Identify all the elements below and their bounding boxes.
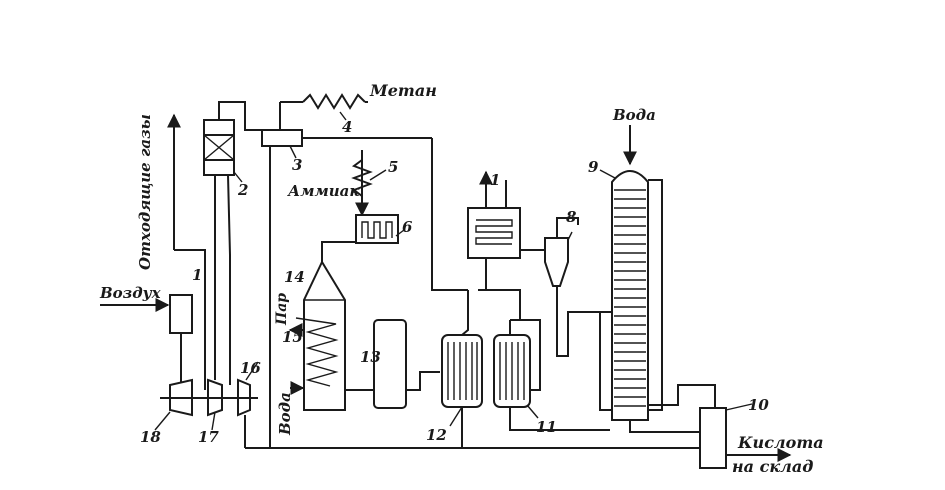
callout-1-cooler: 1 (490, 171, 500, 189)
ammonia-heater (355, 214, 399, 244)
column-recycle (648, 179, 663, 411)
steam-label: Пар (274, 293, 290, 326)
callout-5: 5 (388, 158, 398, 176)
callout-12: 12 (426, 426, 447, 444)
exhaust-gas-label: Отходящие газы (136, 114, 154, 270)
waste-heat-boiler (295, 259, 346, 411)
acid-label: Кислота (737, 433, 824, 452)
column-trays (614, 189, 646, 407)
methane-label: Метан (369, 81, 437, 100)
bleaching-line (648, 384, 716, 408)
contact-reactor (203, 101, 262, 176)
acid-outlet-line (629, 420, 700, 433)
water-side-label: Вода (276, 392, 294, 436)
callout-6: 6 (402, 218, 413, 236)
callout-16: 16 (240, 359, 261, 377)
water-top-label: Вода (612, 106, 656, 124)
exhaust-gas-line (167, 113, 206, 390)
absorber-12 (441, 334, 483, 408)
separator (544, 237, 569, 287)
callout-8: 8 (566, 208, 577, 226)
callout-9: 9 (588, 158, 599, 176)
callout-17: 17 (198, 428, 219, 446)
callout-2: 2 (237, 181, 248, 199)
collector-vessel (373, 319, 407, 409)
callout-15: 15 (282, 328, 303, 346)
callout-3: 3 (292, 156, 302, 174)
callout-14: 14 (284, 268, 305, 286)
callout-18: 18 (140, 428, 161, 446)
absorber-11 (493, 334, 531, 408)
methane-heater (302, 93, 366, 110)
callout-10: 10 (748, 396, 769, 414)
callout-13: 13 (360, 348, 381, 366)
callout-4: 4 (342, 118, 352, 136)
callout-1-air-filter: 1 (192, 266, 202, 284)
air-filter (169, 294, 193, 334)
callout-11: 11 (536, 418, 557, 436)
compressor-turbine-unit (154, 361, 259, 431)
ammonia-to-boiler-line (321, 241, 356, 262)
reactor-gas-outlet (227, 174, 231, 385)
number-leaders (233, 111, 753, 427)
air-label: Воздух (99, 284, 162, 302)
absorption-column (611, 170, 649, 421)
ammonia-label: Аммиак (287, 182, 360, 200)
acid-bleacher (699, 407, 727, 469)
ammonia-evaporator (351, 150, 373, 198)
gas-mixer (261, 129, 303, 147)
to-storage-label: на склад (732, 457, 813, 476)
gas-cooler (467, 207, 521, 259)
